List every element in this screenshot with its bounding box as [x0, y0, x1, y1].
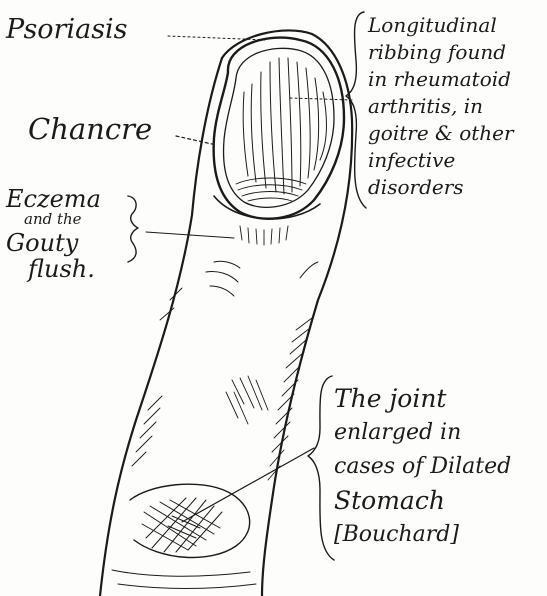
bottom-creases [112, 570, 256, 589]
nail-inner [224, 48, 334, 207]
joint-line-2: enlarged in [334, 416, 540, 450]
joint-label: The joint enlarged in cases of Dilated S… [334, 382, 540, 552]
joint-line-1: The joint [334, 382, 540, 416]
ribbing-label: Longitudinal ribbing found in rheumatoid… [368, 12, 546, 201]
eczema-line-2: and the [6, 212, 128, 226]
eczema-line-3: Gouty [6, 226, 128, 256]
enlarged-joint [130, 484, 250, 557]
finger-shading-left [132, 288, 182, 466]
eczema-brace [128, 196, 138, 262]
eczema-label: Eczema and the Gouty flush. [6, 186, 128, 282]
ribbing-line-3: in rheumatoid [368, 66, 546, 93]
ribbing-line-1: Longitudinal [368, 12, 546, 39]
psoriasis-label: Psoriasis [6, 14, 128, 45]
joint-line-3: cases of Dilated [334, 450, 540, 484]
joint-line-4: Stomach [334, 484, 540, 518]
ribbing-line-4: arthritis, in [368, 93, 546, 120]
eczema-line-1: Eczema [6, 186, 128, 212]
joint-brace [308, 376, 334, 560]
nail-fold-hatching [240, 226, 288, 245]
nail-lunula-hatching [236, 178, 306, 201]
ribbing-line-7: disorders [368, 174, 546, 201]
eczema-line-4: flush. [6, 256, 128, 282]
chancre-label: Chancre [28, 112, 152, 146]
ribbing-line-2: ribbing found [368, 39, 546, 66]
nail-ribbing [243, 58, 326, 194]
chancre-leader [176, 136, 212, 144]
ribbing-line-6: infective [368, 147, 546, 174]
joint-line-5: [Bouchard] [334, 518, 540, 552]
ribbing-line-5: goitre & other [368, 120, 546, 147]
knuckle-creases [206, 261, 318, 296]
